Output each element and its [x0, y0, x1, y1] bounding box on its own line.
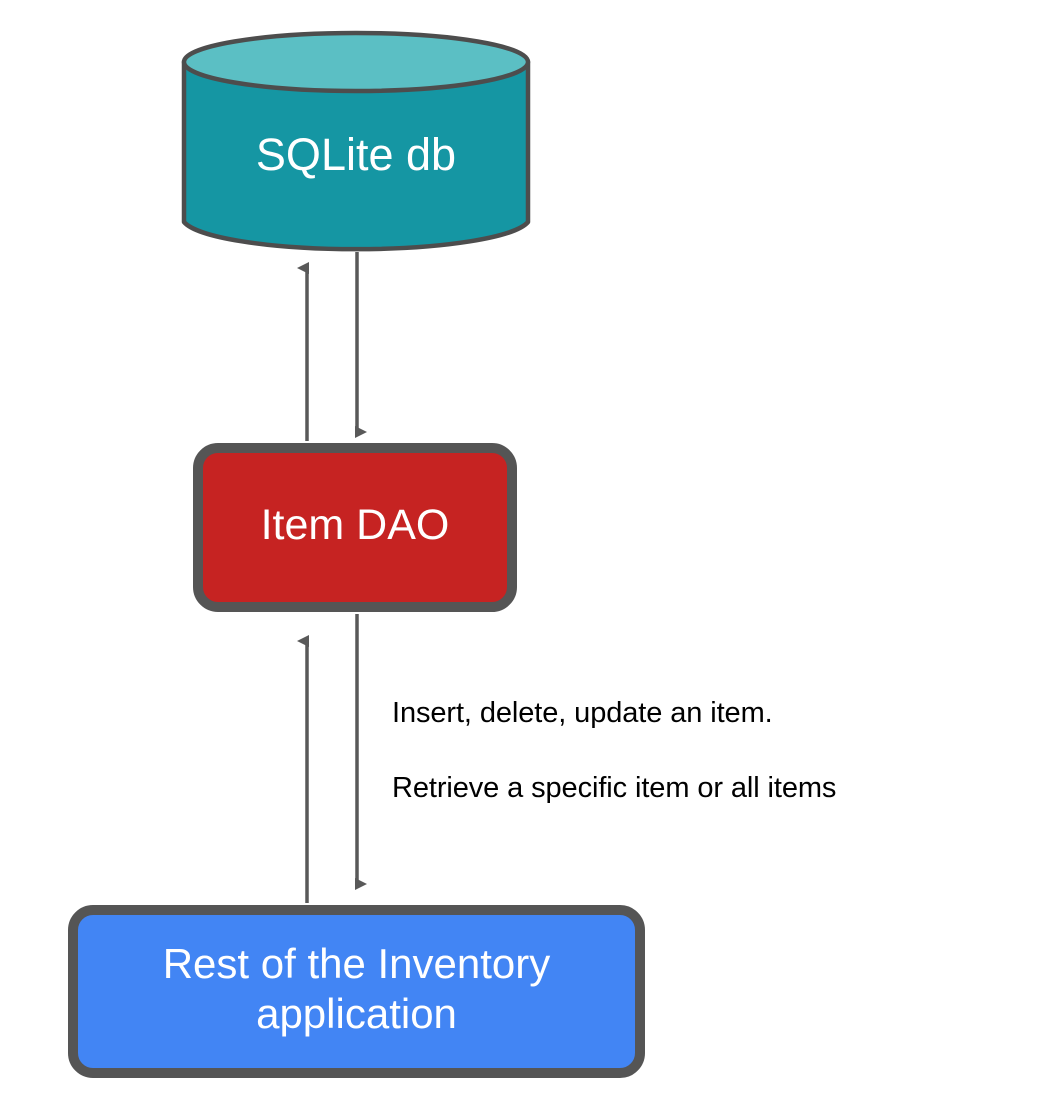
edge-annotation-read-operations: Retrieve a specific item or all items: [392, 772, 837, 804]
node-item-dao[interactable]: [193, 443, 517, 612]
cylinder-body: [181, 59, 531, 252]
node-rest-of-app[interactable]: [68, 905, 645, 1078]
item-dao-box: [193, 443, 517, 612]
rest-of-app-box: [68, 905, 645, 1078]
node-sqlite-db[interactable]: [181, 30, 531, 252]
cylinder-top-ellipse: [181, 30, 531, 94]
edge-annotation-write-operations: Insert, delete, update an item.: [392, 697, 773, 729]
